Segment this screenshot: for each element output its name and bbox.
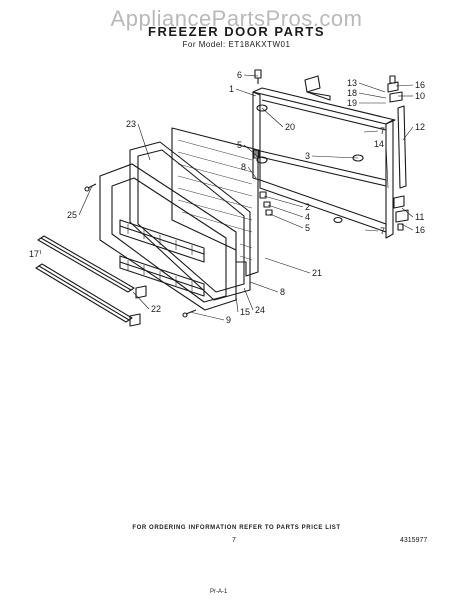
callout-label-5: 5 <box>305 223 310 233</box>
callout-leader-22 <box>264 257 311 274</box>
callout-leader-12 <box>243 144 257 156</box>
callout-label-10: 10 <box>415 91 425 101</box>
callout-label-15: 15 <box>240 307 250 317</box>
watermark: AppliancePartsPros.com <box>110 6 363 31</box>
diagram-title: FREEZER DOOR PARTS <box>148 24 325 39</box>
door-side-rod <box>397 105 407 189</box>
door-gasket-inner <box>137 149 245 293</box>
callout-label-20: 20 <box>285 122 295 132</box>
callout-label-23: 23 <box>126 119 136 129</box>
callout-leader-23 <box>39 249 42 255</box>
callout-leader-28 <box>189 311 225 321</box>
callout-leader-15 <box>263 195 304 208</box>
callout-leader-21 <box>78 185 93 216</box>
callout-label-19: 19 <box>347 98 357 108</box>
callout-leader-25 <box>235 295 239 313</box>
callout-leader-27 <box>132 291 150 310</box>
inner-door-liner <box>99 163 237 311</box>
callout-leaders <box>39 74 414 321</box>
callout-leader-10 <box>385 143 389 189</box>
document-part-number: 4315977 <box>400 537 428 544</box>
page-number: 7 <box>232 537 236 544</box>
callout-label-25: 25 <box>67 210 77 220</box>
callout-label-17: 17 <box>29 249 39 259</box>
callout-label-9: 9 <box>226 315 231 325</box>
ordering-info-footer: FOR ORDERING INFORMATION REFER TO PARTS … <box>132 525 341 531</box>
callout-label-22: 22 <box>151 304 161 314</box>
publication-note: Pr-A-1 <box>210 589 228 595</box>
callout-label-8: 8 <box>280 287 285 297</box>
callout-label-14: 14 <box>374 139 384 149</box>
callout-label-8: 8 <box>241 162 246 172</box>
callout-leader-17 <box>269 213 304 229</box>
shelf-end-cap-upper <box>135 285 147 299</box>
handle-bracket-top <box>304 75 331 101</box>
callout-label-18: 18 <box>347 88 357 98</box>
insulation-texture <box>177 139 253 261</box>
callout-leader-19 <box>401 207 414 218</box>
callout-label-2: 2 <box>305 202 310 212</box>
shelf-end-cap-lower <box>129 313 141 327</box>
callout-leader-11 <box>137 123 151 161</box>
callout-label-12: 12 <box>415 122 425 132</box>
callout-label-7: 7 <box>380 126 385 136</box>
callout-leader-18 <box>364 229 379 232</box>
callout-leader-26 <box>243 287 254 311</box>
callout-leader-13 <box>311 155 359 159</box>
callout-leader-20 <box>400 223 414 231</box>
callout-leader-3 <box>358 92 387 99</box>
upper-hinge-assembly <box>387 75 403 103</box>
callout-label-5: 5 <box>237 140 242 150</box>
insulation-panel <box>171 127 259 277</box>
door-shelf-upper <box>119 219 205 263</box>
callout-leader-0 <box>243 74 259 77</box>
callout-leader-1 <box>235 88 257 97</box>
callout-label-16: 16 <box>415 225 425 235</box>
callout-label-6: 6 <box>237 70 242 80</box>
callout-label-4: 4 <box>305 212 310 222</box>
door-clip-set <box>253 149 273 216</box>
callout-label-1: 1 <box>229 84 234 94</box>
callout-leader-14 <box>247 166 257 179</box>
callout-label-11: 11 <box>415 212 424 222</box>
shelf-bar-lower <box>35 263 133 323</box>
callout-leader-2 <box>358 82 386 93</box>
callout-label-21: 21 <box>312 268 322 278</box>
door-shelf-lower <box>119 255 205 297</box>
callout-leader-9 <box>402 126 414 141</box>
callout-leader-5 <box>395 84 414 87</box>
callout-label-3: 3 <box>305 151 310 161</box>
callout-leader-7 <box>261 107 284 128</box>
lower-hinge-assembly <box>393 195 409 231</box>
liner-screw-bottom <box>182 309 197 318</box>
model-subtitle: For Model: ET18AKXTW01 <box>182 40 291 49</box>
callout-label-13: 13 <box>347 78 357 88</box>
callout-leader-8 <box>363 130 379 133</box>
shelf-rails <box>127 224 193 291</box>
callout-leader-24 <box>249 281 279 293</box>
callout-label-7: 7 <box>380 226 385 236</box>
hinge-screw-top <box>254 69 262 84</box>
callout-label-24: 24 <box>255 305 265 315</box>
callout-label-16: 16 <box>415 80 425 90</box>
shelf-bar-upper <box>37 235 135 293</box>
callout-leader-16 <box>267 204 304 218</box>
door-gasket-outer <box>129 141 251 301</box>
